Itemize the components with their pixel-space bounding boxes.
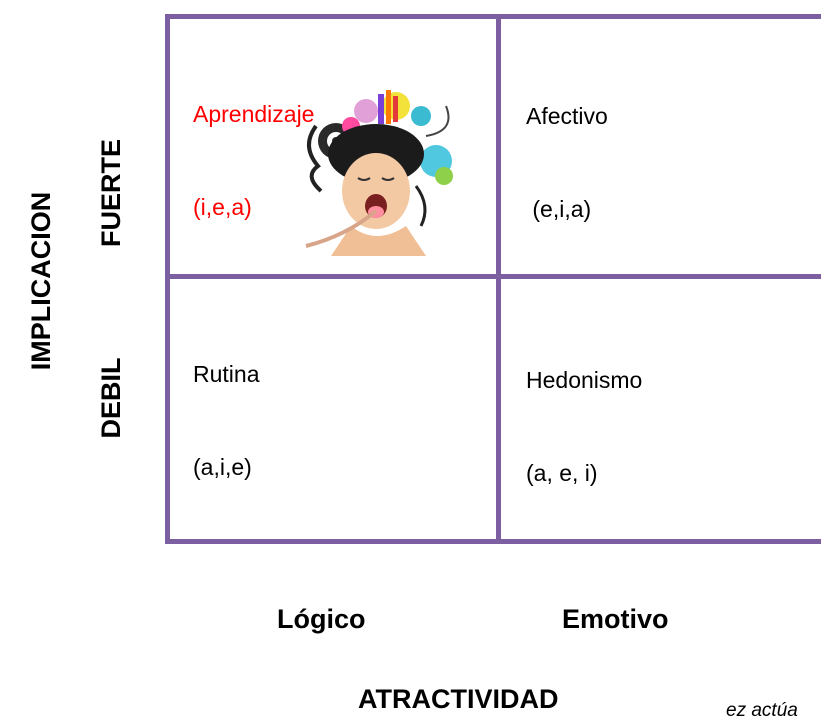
quadrant-rutina-code: (a,i,e) bbox=[193, 454, 252, 480]
quadrant-aprendizaje-code: (i,e,a) bbox=[193, 194, 252, 220]
collage-face-icon bbox=[305, 90, 453, 256]
quadrant-rutina: Rutina (a,i,e) bbox=[193, 297, 259, 514]
axis-label-fuerte: FUERTE bbox=[96, 139, 126, 247]
axis-label-logico: Lógico bbox=[277, 604, 366, 634]
axis-label-debil: DEBIL bbox=[96, 357, 126, 439]
quadrant-aprendizaje-title: Aprendizaje bbox=[193, 101, 315, 127]
axis-label-emotivo: Emotivo bbox=[562, 604, 669, 634]
grid-top-line bbox=[165, 14, 821, 19]
corner-note: ez actúa bbox=[726, 700, 798, 721]
quadrant-hedonismo-title: Hedonismo bbox=[526, 367, 643, 393]
quadrant-aprendizaje: Aprendizaje (i,e,a) bbox=[193, 37, 314, 254]
quadrant-hedonismo-code: (a, e, i) bbox=[526, 460, 598, 486]
quadrant-rutina-title: Rutina bbox=[193, 361, 260, 387]
grid-bottom-line bbox=[165, 539, 821, 544]
grid-middle-line bbox=[165, 274, 821, 279]
quadrant-afectivo-code: (e,i,a) bbox=[526, 196, 592, 222]
grid-left-line bbox=[165, 14, 170, 544]
quadrant-afectivo: Afectivo (e,i,a) bbox=[526, 39, 608, 256]
axis-title-atractividad: ATRACTIVIDAD bbox=[358, 684, 559, 714]
grid-center-line bbox=[496, 14, 501, 544]
quadrant-afectivo-title: Afectivo bbox=[526, 103, 608, 129]
quadrant-hedonismo: Hedonismo (a, e, i) bbox=[526, 303, 642, 520]
axis-title-implicacion: IMPLICACION bbox=[26, 191, 56, 371]
